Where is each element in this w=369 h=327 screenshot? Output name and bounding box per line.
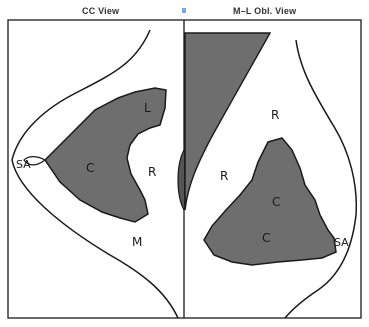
cc-label-r: R — [148, 165, 156, 179]
top-marker — [182, 8, 186, 13]
ml-label-c-upper: C — [272, 195, 280, 209]
ml-shaded-region — [204, 138, 336, 265]
cc-label-sa: SA — [16, 158, 31, 171]
ml-label-r-left: R — [220, 169, 228, 183]
ml-label-r-upper: R — [271, 108, 279, 122]
ml-label-c-lower: C — [262, 231, 270, 245]
cc-label-c: C — [86, 161, 94, 175]
cc-label-m: M — [132, 235, 142, 249]
ml-label-sa: SA — [334, 236, 349, 249]
cc-label-l: L — [144, 101, 151, 115]
ml-divider-wedge — [178, 150, 184, 210]
